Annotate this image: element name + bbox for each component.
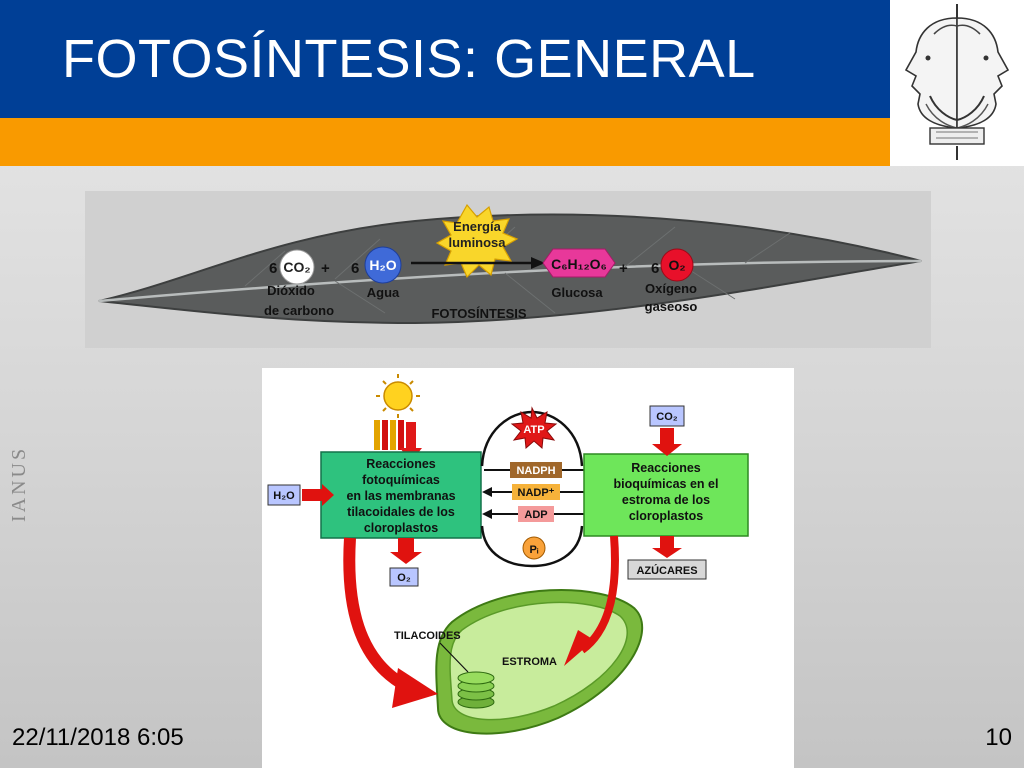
h2o-name: Agua: [367, 285, 400, 300]
bio-line-1: Reacciones: [631, 461, 701, 475]
co2-name-line2: de carbono: [264, 303, 334, 318]
nadp-label: NADP⁺: [518, 487, 555, 499]
glucose-hexagon-icon: [542, 248, 616, 278]
co2-formula: CO₂: [283, 259, 310, 275]
sugars-arrow-icon: [652, 548, 682, 558]
h2o-input-box: [267, 484, 301, 506]
co2-name-line1: Dióxido: [267, 283, 315, 298]
pi-circle-icon: [522, 536, 546, 560]
o2-name-line2: gaseoso: [645, 299, 698, 314]
adp-arrow-icon: [482, 509, 492, 519]
nadp-box: [512, 484, 560, 500]
photo-to-thylakoid-arrow: [343, 537, 410, 692]
o2-output-label: O₂: [397, 572, 411, 584]
co2-input-arrow-icon: [652, 444, 682, 456]
h2o-coefficient: 6: [351, 260, 359, 277]
co2-molecule-icon: [279, 249, 315, 285]
glucose-name: Glucosa: [551, 285, 603, 300]
sugars-output-label: AZÚCARES: [636, 564, 697, 577]
leaf-equation-panel: 6 CO₂ Dióxido de carbono + 6 H₂O Agua En…: [85, 191, 931, 348]
reaction-arrowhead-icon: [531, 257, 545, 269]
accent-bar: [0, 118, 890, 166]
co2-input-label: CO₂: [656, 411, 678, 423]
h2o-formula: H₂O: [369, 257, 396, 273]
nadph-box: [510, 462, 562, 478]
nadp-arrow-icon: [482, 487, 492, 497]
bio-line-4: cloroplastos: [629, 509, 703, 523]
side-brand-text: IANUS: [8, 445, 30, 523]
o2-name-line1: Oxígeno: [645, 281, 697, 296]
adp-label: ADP: [524, 509, 547, 521]
janus-logo-icon: [904, 4, 1010, 160]
o2-output-arrow-icon: [390, 552, 422, 564]
sunburst-icon: [435, 203, 519, 279]
chloroplast-diagram-panel: TILACOIDES ESTROMA Reacciones fotoquímic…: [262, 368, 794, 768]
adp-box: [518, 506, 554, 522]
o2-formula: O₂: [668, 257, 685, 273]
photochemical-reactions-box: [320, 451, 482, 539]
chloroplast-stroma-area: [449, 601, 628, 721]
photo-line-2: fotoquímicas: [362, 473, 440, 487]
title-bar: [0, 0, 890, 118]
o2-output-box: [389, 567, 419, 587]
h2o-input-label: H₂O: [273, 490, 295, 502]
chloroplast-diagram-svg: TILACOIDES ESTROMA Reacciones fotoquímic…: [267, 374, 749, 735]
co2-coefficient: 6: [269, 260, 277, 277]
co2-input-box: [649, 405, 685, 427]
process-label: FOTOSÍNTESIS: [431, 306, 526, 321]
photo-line-1: Reacciones: [366, 457, 436, 471]
bio-line-2: bioquímicas en el: [614, 477, 719, 491]
sun-icon: [376, 374, 420, 418]
atp-label: ATP: [523, 424, 544, 436]
slide-page-number: 10: [985, 724, 1012, 751]
h2o-molecule-icon: [364, 246, 402, 284]
slide-title: FOTOSÍNTESIS: GENERAL: [62, 29, 756, 89]
photo-line-5: cloroplastos: [364, 521, 438, 535]
plus-sign-1: +: [321, 260, 330, 277]
energy-label-line1: Energía: [453, 219, 501, 234]
leaf-equation-svg: 6 CO₂ Dióxido de carbono + 6 H₂O Agua En…: [98, 203, 922, 325]
biochemical-reactions-box: [583, 453, 749, 537]
thylakoid-stack-icon: [457, 671, 495, 709]
sugars-output-box: [627, 559, 707, 580]
bio-line-3: estroma de los: [622, 493, 710, 507]
photo-to-thylakoid-arrowhead-icon: [392, 668, 438, 708]
photo-line-4: tilacoidales de los: [347, 505, 455, 519]
energy-label-line2: luminosa: [448, 235, 506, 250]
slide-date: 22/11/2018 6:05: [12, 724, 184, 751]
atp-burst-icon: [510, 406, 558, 450]
thylakoids-label: TILACOIDES: [394, 630, 461, 642]
plus-sign-2: +: [619, 260, 628, 277]
o2-coefficient: 6: [651, 260, 659, 277]
glucose-formula: C₆H₁₂O₆: [551, 256, 607, 272]
cycle-bottom-curve: [480, 525, 584, 568]
bio-to-stroma-arrowhead-icon: [564, 630, 594, 666]
stroma-label: ESTROMA: [502, 656, 557, 668]
photo-line-3: en las membranas: [346, 489, 455, 503]
o2-molecule-icon: [660, 248, 694, 282]
nadph-label: NADPH: [516, 465, 555, 477]
logo-panel: [890, 0, 1024, 166]
h2o-input-arrow-icon: [302, 484, 334, 506]
thylakoids-pointer: [439, 642, 469, 673]
pi-label: Pᵢ: [530, 544, 539, 556]
